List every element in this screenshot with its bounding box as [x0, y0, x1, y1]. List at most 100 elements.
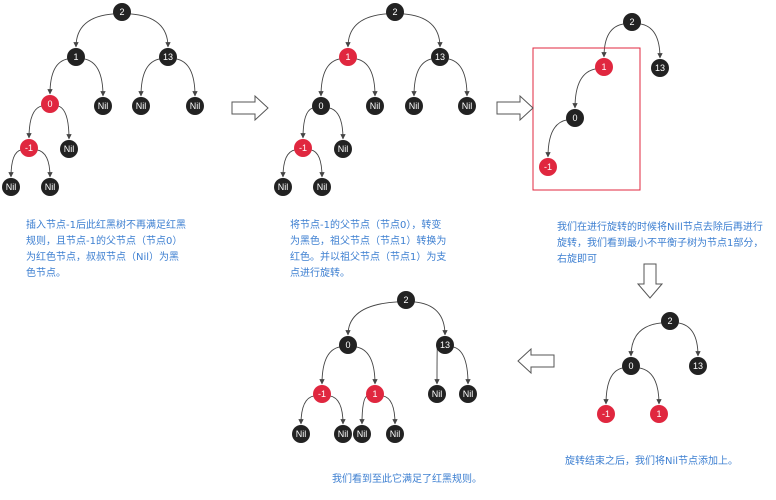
tree-edge — [280, 149, 296, 178]
tree-edge — [572, 68, 597, 109]
node-label: 1 — [601, 62, 606, 72]
node-circle — [366, 97, 384, 115]
tree-3: 2 13 1 0 -1 — [539, 13, 669, 176]
tree-edge — [355, 58, 378, 97]
tree-node-2: 2 — [386, 3, 404, 21]
node-circle — [597, 405, 615, 423]
node-label: Nil — [390, 429, 401, 439]
node-circle — [458, 97, 476, 115]
tree-edge — [628, 322, 663, 357]
node-label: Nil — [98, 101, 109, 111]
tree-node-1: 1 — [67, 48, 85, 66]
node-label: 2 — [629, 17, 634, 27]
node-label: Nil — [278, 182, 289, 192]
nil-node: Nil — [292, 425, 310, 443]
tree-edge — [328, 107, 346, 140]
tree-edge — [345, 301, 399, 336]
tree-edge — [452, 346, 471, 385]
node-circle — [132, 97, 150, 115]
node-circle — [20, 139, 38, 157]
tree-edge — [319, 346, 341, 385]
tree-edge — [298, 395, 315, 425]
node-circle — [539, 158, 557, 176]
caption-step-4: 旋转结束之后，我们将Nil节点添加上。 — [565, 456, 739, 467]
tree-edge — [300, 107, 314, 139]
node-circle — [386, 425, 404, 443]
node-label: Nil — [338, 144, 349, 154]
node-label: 1 — [372, 389, 377, 399]
tree-edge — [26, 105, 43, 139]
node-label: 2 — [392, 7, 397, 17]
tree-node-2: 2 — [661, 312, 679, 330]
node-circle — [186, 97, 204, 115]
node-label: 0 — [572, 113, 577, 123]
node-label: Nil — [6, 182, 17, 192]
node-label: 0 — [47, 99, 52, 109]
down-arrow — [636, 263, 664, 299]
nil-node: Nil — [94, 97, 112, 115]
node-circle — [397, 291, 415, 309]
nil-node: Nil — [186, 97, 204, 115]
nil-node: Nil — [353, 425, 371, 443]
tree-node-13: 13 — [159, 48, 177, 66]
tree-node-0: 0 — [566, 109, 584, 127]
tree-edge — [57, 105, 72, 140]
node-label: Nil — [357, 429, 368, 439]
node-label: Nil — [317, 182, 328, 192]
node-label: Nil — [190, 101, 201, 111]
nil-node: Nil — [386, 425, 404, 443]
tree-node-1: 1 — [650, 405, 668, 423]
node-label: -1 — [544, 162, 552, 172]
nil-node: Nil — [313, 178, 331, 196]
tree-edge — [318, 58, 341, 97]
node-circle — [689, 357, 707, 375]
tree-node-minus1: -1 — [294, 139, 312, 157]
tree-edge — [639, 23, 663, 59]
tree-edge — [382, 395, 398, 425]
tree-node-2: 2 — [397, 291, 415, 309]
node-circle — [386, 3, 404, 21]
node-circle — [67, 48, 85, 66]
node-label: -1 — [602, 409, 610, 419]
nil-node: Nil — [132, 97, 150, 115]
caption-step-2: 将节点-1的父节点（节点0），转变为黑色，祖父节点（节点1）转换为红色。并以祖父… — [290, 220, 447, 279]
tree-edge — [359, 395, 368, 425]
tree-node-1: 1 — [366, 385, 384, 403]
node-circle — [274, 178, 292, 196]
node-label: 1 — [656, 409, 661, 419]
tree-node-13: 13 — [436, 336, 454, 354]
tree-node-13: 13 — [651, 59, 669, 77]
tree-edge — [447, 58, 470, 97]
node-label: 13 — [693, 361, 703, 371]
nil-node: Nil — [334, 425, 352, 443]
tree-node-2: 2 — [623, 13, 641, 31]
tree-edge — [329, 395, 346, 425]
tree-node-minus1: -1 — [313, 385, 331, 403]
node-circle — [428, 385, 446, 403]
node-label: Nil — [136, 101, 147, 111]
tree-node-minus1: -1 — [539, 158, 557, 176]
node-circle — [113, 3, 131, 21]
node-circle — [566, 109, 584, 127]
node-label: Nil — [45, 182, 56, 192]
tree-edge — [8, 149, 22, 178]
tree-node-13: 13 — [689, 357, 707, 375]
tree-edge — [603, 367, 624, 405]
nil-node: Nil — [366, 97, 384, 115]
tree-edge — [129, 13, 171, 48]
tree-node-1: 1 — [595, 58, 613, 76]
node-circle — [339, 48, 357, 66]
tree-edge — [638, 367, 662, 405]
node-label: 13 — [163, 52, 173, 62]
node-label: Nil — [432, 389, 443, 399]
node-circle — [366, 385, 384, 403]
tree-edge — [413, 301, 448, 336]
tree-node-2: 2 — [113, 3, 131, 21]
tree-edge — [345, 13, 388, 48]
tree-edge — [36, 149, 53, 178]
